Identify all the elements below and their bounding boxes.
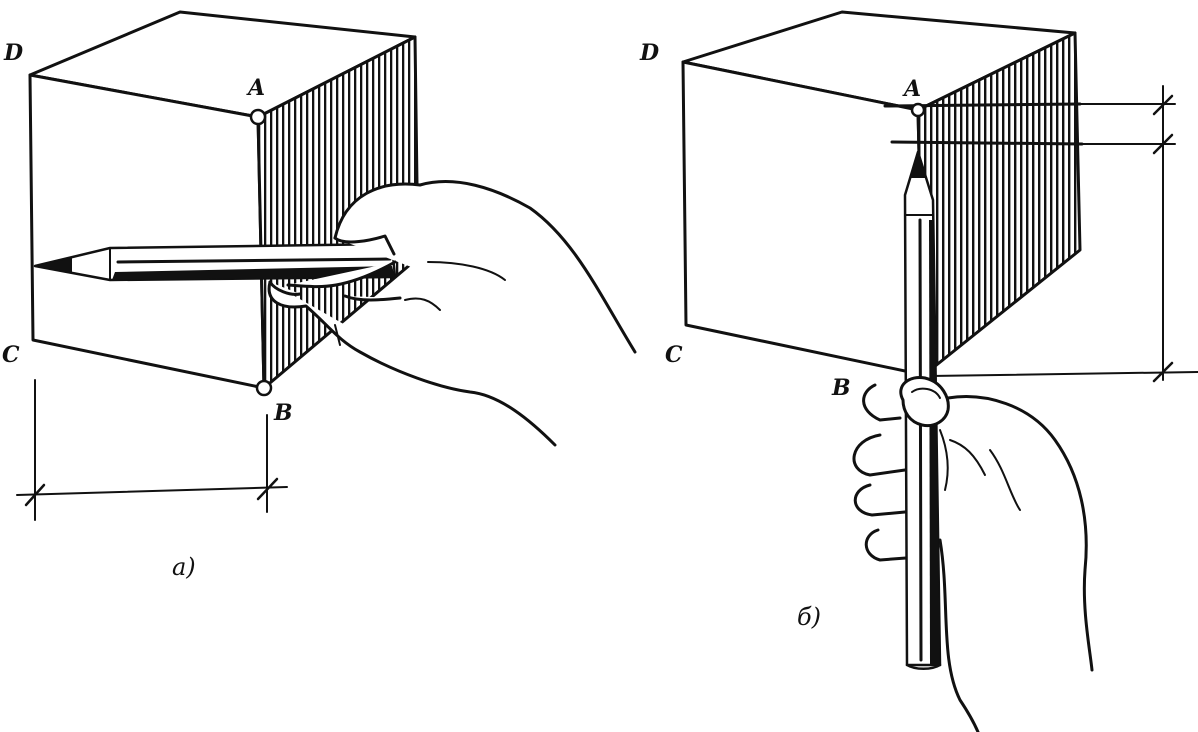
figure-a-label-d: D — [3, 40, 23, 66]
dimension-line-b — [1152, 85, 1174, 383]
pencil-vertical — [903, 150, 942, 670]
cube-b — [681, 10, 1082, 377]
figure-b: D A C B б) — [639, 10, 1198, 732]
figure-a-label-c: C — [2, 342, 20, 368]
figure-b-caption: б) — [797, 603, 821, 631]
point-b-marker — [255, 379, 273, 397]
figure-a: D A C B а) — [2, 10, 637, 581]
point-a-marker-b — [910, 102, 926, 118]
figure-a-caption: а) — [172, 553, 196, 581]
pencil-horizontal — [33, 242, 397, 282]
dimension-line-a — [16, 379, 288, 521]
figure-a-label-b: B — [273, 400, 293, 426]
figure-a-label-a: A — [246, 75, 265, 101]
figure-b-label-c: C — [665, 342, 683, 368]
cube-b-front-face — [681, 60, 926, 377]
hand-b — [852, 375, 1094, 732]
figure-b-label-d: D — [639, 40, 659, 66]
hand-a — [267, 180, 637, 447]
figure-b-label-a: A — [902, 76, 921, 102]
point-a-marker — [249, 108, 267, 126]
figure-b-label-b: B — [831, 375, 851, 401]
cube-a-front-face — [28, 73, 266, 390]
